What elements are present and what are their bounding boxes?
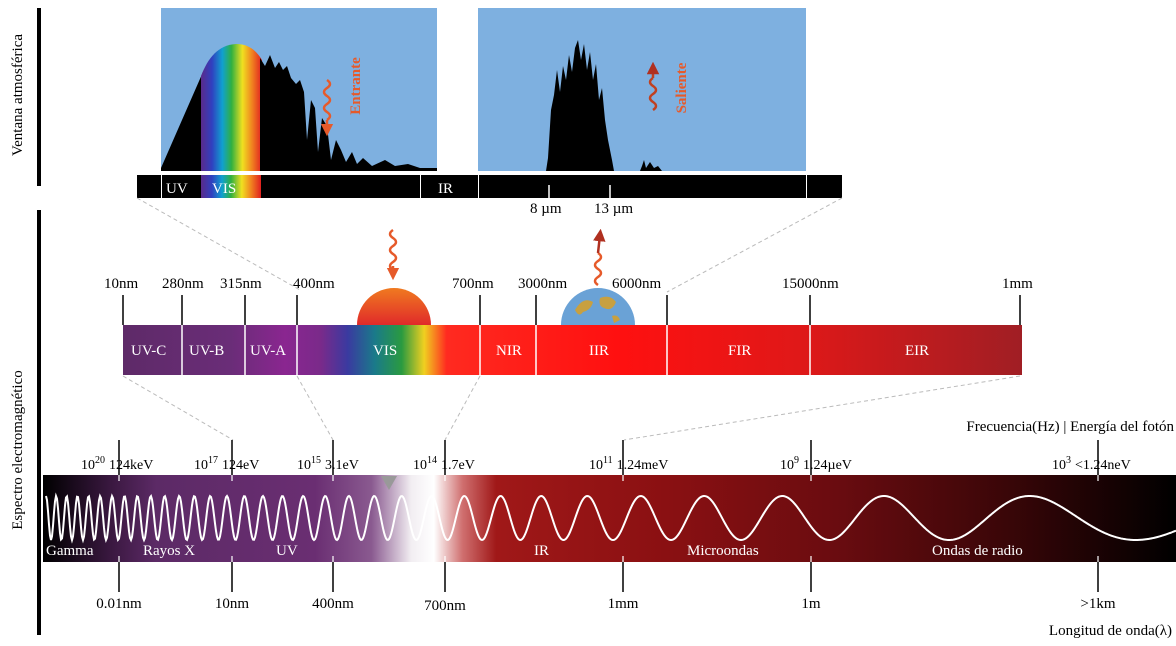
band-microwave: Microondas (687, 543, 759, 559)
wl-0-01nm: 0.01nm (96, 596, 142, 612)
bar-inner-ticks (118, 475, 1099, 562)
band-uvb: UV-B (189, 343, 224, 359)
mid-tick-700nm: 700nm (452, 276, 494, 292)
spectrum-label: Espectro electromagnético (10, 370, 26, 530)
band-fir: FIR (728, 343, 751, 359)
tick-8um: 8 µm (530, 201, 562, 217)
incoming-spectrum (161, 44, 437, 171)
mid-tick-15000nm: 15000nm (782, 276, 839, 292)
outgoing-label: Saliente (674, 62, 690, 113)
wl-10nm: 10nm (215, 596, 250, 612)
window-ir-label: IR (438, 181, 453, 197)
tick-13um: 13 µm (594, 201, 633, 217)
mid-tick-1mm: 1mm (1002, 276, 1033, 292)
mid-tick-10nm: 10nm (104, 276, 139, 292)
mid-tick-400nm: 400nm (293, 276, 335, 292)
band-uvc: UV-C (131, 343, 166, 359)
outgoing-wave-icon (648, 76, 658, 112)
earth-wave-icon (593, 251, 603, 287)
wl-1mm: 1mm (608, 596, 639, 612)
wl-700nm: 700nm (424, 598, 466, 614)
window-uv-label: UV (166, 181, 188, 197)
zoom-guides (122, 197, 1021, 441)
atmospheric-bracket (37, 8, 41, 186)
svg-text:103<1.24neV: 103<1.24neV (1052, 455, 1131, 473)
earth-icon (561, 288, 635, 325)
wl-400nm: 400nm (312, 596, 354, 612)
sun-wave-icon (388, 228, 398, 272)
frequency-energy-caption: Frecuencia(Hz) | Energía del fotón (966, 419, 1174, 435)
band-vis: VIS (373, 343, 397, 359)
mid-ticks (122, 295, 1021, 325)
window-vis-segment (201, 175, 261, 198)
band-uva: UV-A (250, 343, 286, 359)
wl-1km: >1km (1080, 596, 1115, 612)
incoming-label: Entrante (348, 57, 364, 115)
wave-icon (45, 492, 1176, 544)
band-gamma: Gamma (46, 543, 94, 559)
wl-1m: 1m (801, 596, 821, 612)
outgoing-panel (478, 8, 806, 171)
visible-marker-icon (381, 476, 397, 490)
band-radio: Ondas de radio (932, 543, 1023, 559)
band-nir: NIR (496, 343, 522, 359)
bottom-ticks (118, 562, 1099, 592)
mid-band-dividers (181, 325, 811, 375)
band-iir: IIR (589, 343, 609, 359)
band-eir: EIR (905, 343, 929, 359)
window-vis-label: VIS (212, 181, 236, 197)
band-ir: IR (534, 543, 549, 559)
spectrum-bracket (37, 210, 41, 635)
mid-tick-280nm: 280nm (162, 276, 204, 292)
mid-tick-6000nm: 6000nm (612, 276, 662, 292)
window-bar (137, 175, 842, 198)
outgoing-spectrum (546, 40, 662, 171)
band-xray: Rayos X (143, 543, 195, 559)
band-uv: UV (276, 543, 298, 559)
mid-spectrum-bar (123, 325, 1022, 375)
sun-icon (357, 288, 431, 325)
wavelength-caption: Longitud de onda(λ) (1049, 623, 1172, 639)
atmospheric-window-label: Ventana atmosférica (10, 34, 26, 156)
mid-tick-315nm: 315nm (220, 276, 262, 292)
incoming-wave-icon (322, 78, 332, 122)
top-ticks (118, 440, 1099, 475)
mid-tick-3000nm: 3000nm (518, 276, 568, 292)
